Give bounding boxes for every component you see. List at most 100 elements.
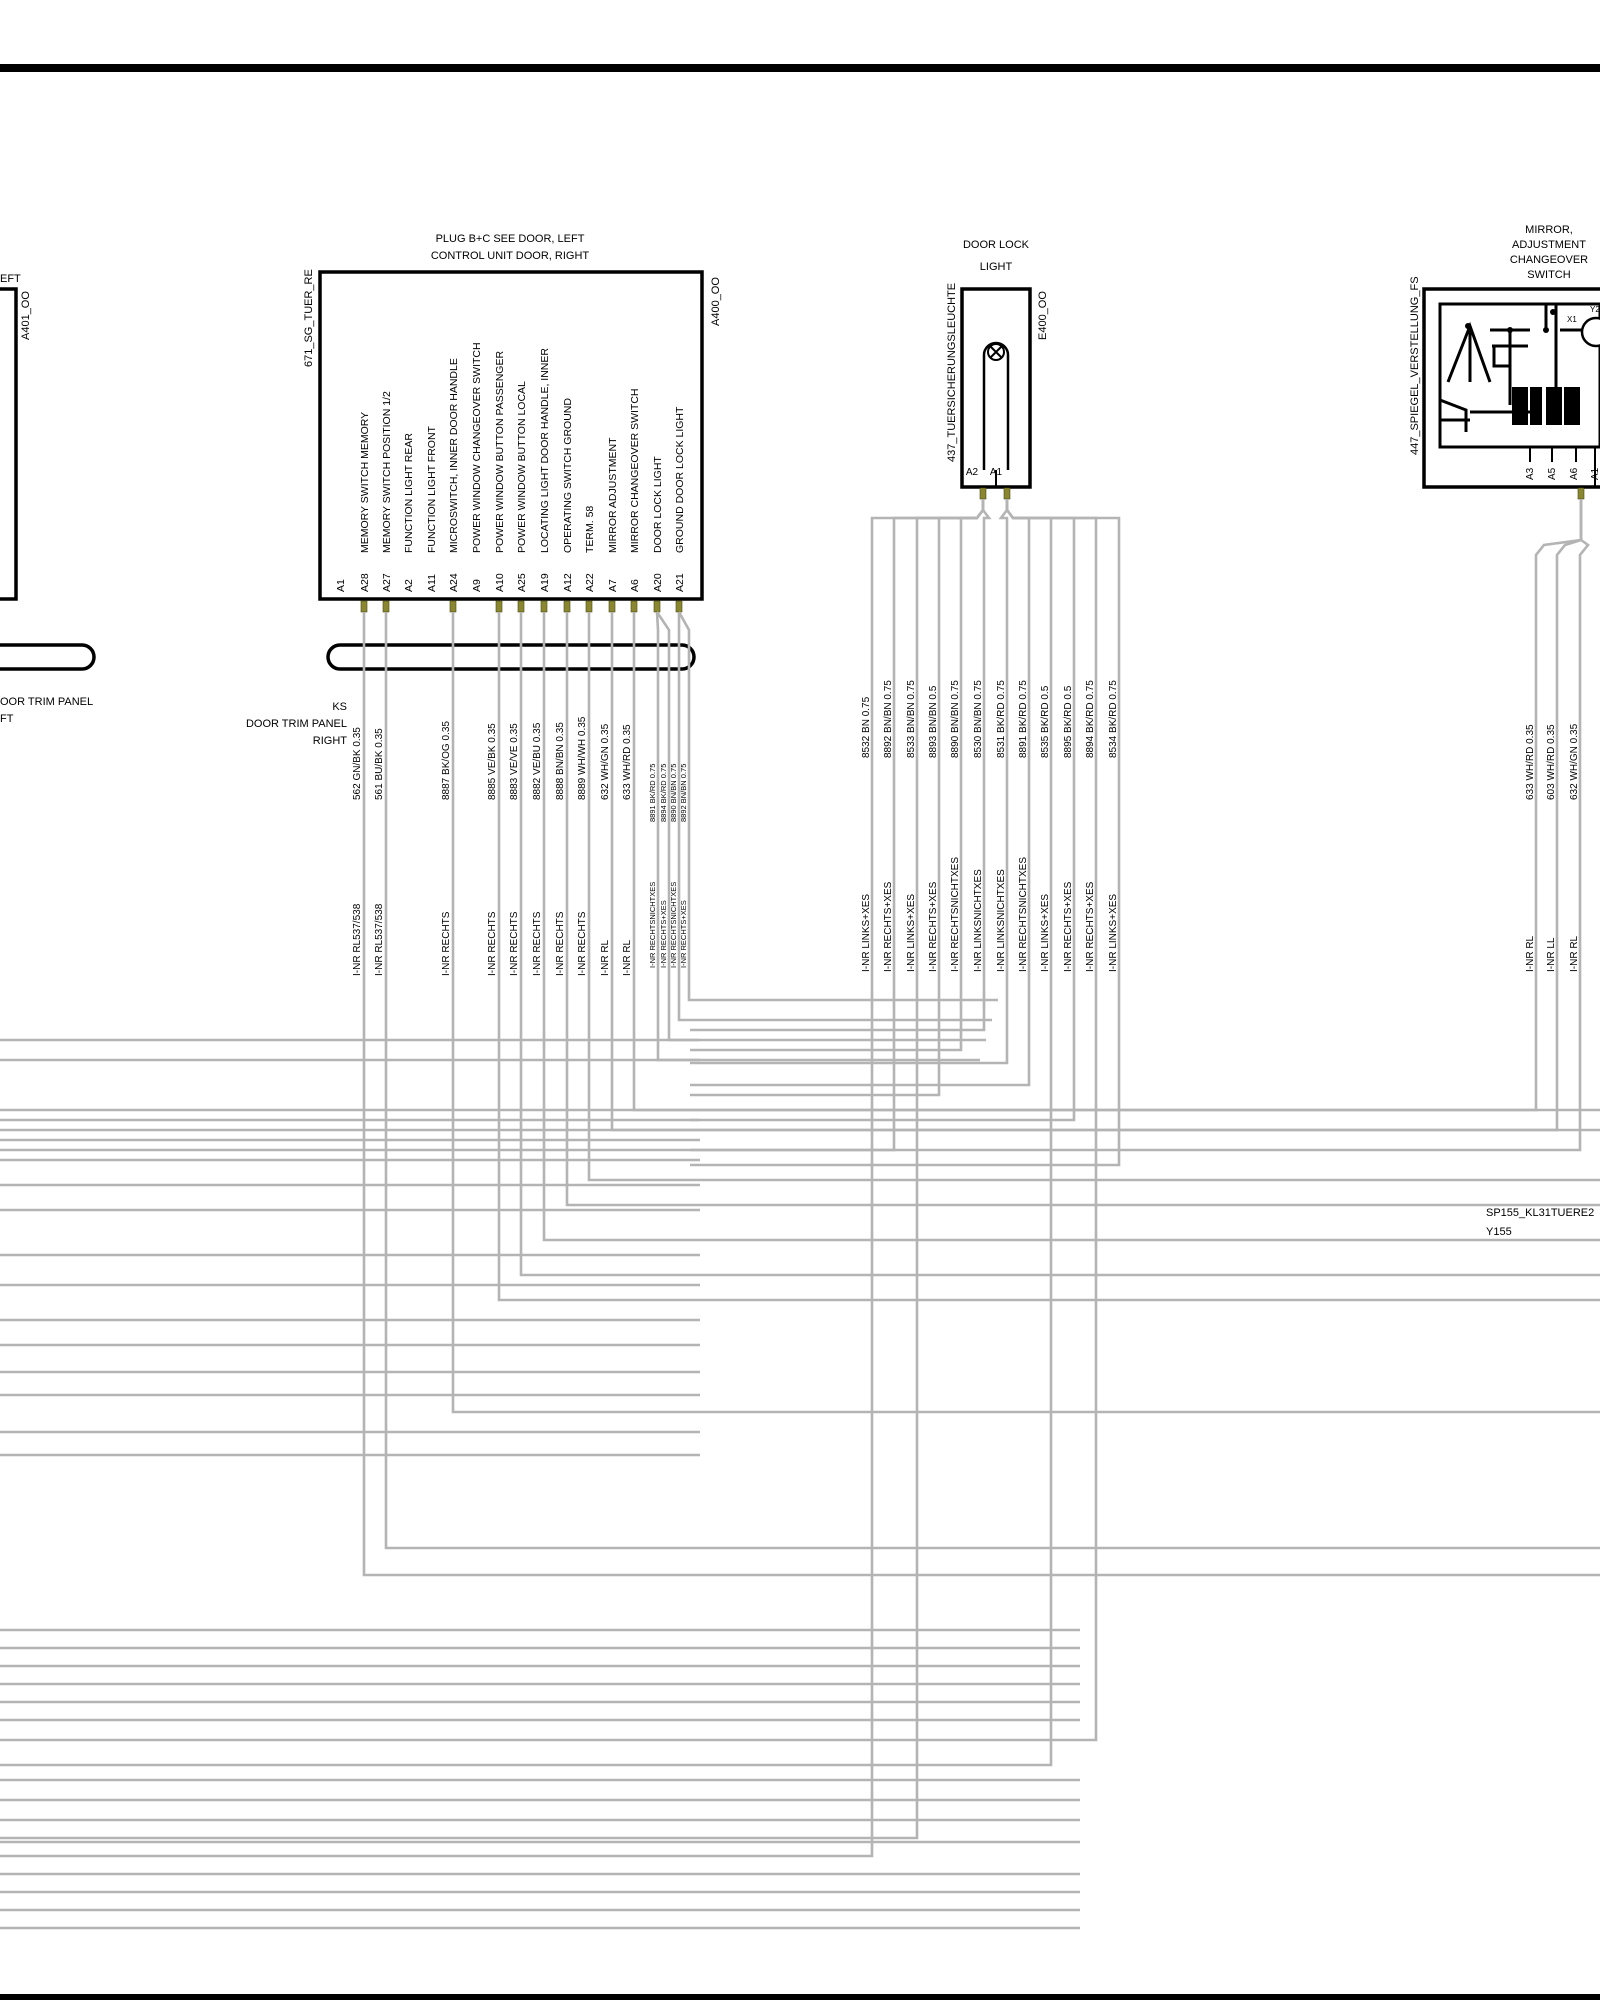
door-lock-wire-ref: I-NR LINKSNICHTXES <box>996 869 1007 972</box>
cu-wire <box>362 612 1600 1577</box>
control-unit-code: A400_OO <box>710 277 722 326</box>
mirror-title-2: ADJUSTMENT <box>1512 239 1586 251</box>
cu-pin-function: MICROSWITCH, INNER DOOR HANDLE <box>448 358 460 553</box>
cu-pin-a21: A21 <box>674 573 686 592</box>
door-lock-light: DOOR LOCK LIGHT 437_TUERSICHERUNGSLEUCHT… <box>946 239 1049 500</box>
cu-wire-ref: I-NR RECHTS <box>555 911 566 976</box>
cu-small-wire-code: 8892 BN/BN 0.75 <box>679 764 688 822</box>
door-lock-wire-code: 8531 BK/RD 0.75 <box>996 680 1007 758</box>
cu-wire <box>587 612 1600 1182</box>
trim-panel-label-2: RIGHT <box>313 735 348 747</box>
cu-wire-ref: I-NR RECHTS <box>532 911 543 976</box>
cu-pin-terminal <box>540 600 548 613</box>
left-partial-title-fragment: EFT <box>0 273 21 285</box>
cu-wire-ref: I-NR RECHTS <box>577 911 588 976</box>
cu-pin-a6: A6 <box>629 579 641 592</box>
left-trim-panel-connector <box>0 643 96 671</box>
cu-wire-code: 561 BU/BK 0.35 <box>374 728 385 800</box>
door-lock-wire-ref: I-NR RECHTS+XES <box>883 881 894 972</box>
cu-small-wire-code: 8894 BK/RD 0.75 <box>659 764 668 822</box>
cu-pin-terminal <box>360 600 368 613</box>
mirror-inner-x1: X1 <box>1567 315 1577 324</box>
cu-pin-function: POWER WINDOW BUTTON PASSENGER <box>494 351 506 553</box>
mirror-pin-a1: A1 <box>1590 467 1600 480</box>
door-lock-wire-ref: I-NR LINKS+XES <box>906 894 917 972</box>
splice-label: SP155_KL31TUERE2 <box>1486 1207 1594 1219</box>
cu-pin-function: DOOR LOCK LIGHT <box>652 456 664 553</box>
door-lock-light-side-label: 437_TUERSICHERUNGSLEUCHTE <box>946 283 958 462</box>
cu-pin-a7: A7 <box>607 579 619 592</box>
cu-pin-function: MEMORY SWITCH POSITION 1/2 <box>381 391 393 553</box>
cu-pin-a24: A24 <box>448 573 460 592</box>
cu-pin-function: MIRROR ADJUSTMENT <box>607 437 619 553</box>
cu-pin-function: POWER WINDOW CHANGEOVER SWITCH <box>471 342 483 553</box>
cu-pin-function: FUNCTION LIGHT FRONT <box>426 425 438 553</box>
mirror-wire-code: 632 WH/GN 0.35 <box>1569 723 1580 800</box>
mirror-wire <box>0 499 1583 1132</box>
cu-wire-code: 8882 VE/BU 0.35 <box>532 722 543 800</box>
door-lock-wire <box>690 499 1076 1122</box>
cu-wire-ref: I-NR RL537/538 <box>374 903 385 976</box>
control-unit-door-right: PLUG B+C SEE DOOR, LEFT CONTROL UNIT DOO… <box>246 233 722 747</box>
door-lock-wire-code: 8532 BN 0.75 <box>861 696 872 758</box>
wire-harness <box>0 499 1600 1930</box>
cu-wire-code: 632 WH/GN 0.35 <box>600 723 611 800</box>
cu-pin-terminal <box>495 600 503 613</box>
cu-wire-ref: I-NR RL <box>600 939 611 976</box>
mirror-side-label: 447_SPIEGEL_VERSTELLUNG_FS <box>1409 276 1421 455</box>
cu-pin-function: POWER WINDOW BUTTON LOCAL <box>516 381 528 553</box>
left-door-control-unit-partial: EFT A401_OO OOR TRIM PANEL FT <box>0 273 96 725</box>
door-lock-pin-a1: A1 <box>990 467 1003 478</box>
cu-wire-ref: I-NR RECHTS <box>509 911 520 976</box>
cu-pin-function: MEMORY SWITCH MEMORY <box>359 412 371 553</box>
splice-code: Y155 <box>1486 1226 1512 1238</box>
bottom-border-bar <box>0 1994 1600 2000</box>
door-lock-wire-ref: I-NR LINKSNICHTXES <box>973 869 984 972</box>
door-lock-wire-code: 8895 BK/RD 0.5 <box>1063 685 1074 758</box>
door-lock-wire <box>690 499 1121 1167</box>
cu-small-wire-ref: I-NR RECHTSNICHTXES <box>669 882 678 968</box>
cu-wire <box>384 612 1600 1550</box>
left-trim-panel-label-2: FT <box>0 713 14 725</box>
cu-pin-terminal <box>563 600 571 613</box>
cu-small-wire-ref: I-NR RECHTS+XES <box>659 900 668 968</box>
cu-wire-ref: I-NR RL537/538 <box>352 903 363 976</box>
cu-pin-terminal <box>449 600 457 613</box>
trim-panel-label-1: DOOR TRIM PANEL <box>246 718 347 730</box>
cu-pin-terminal <box>630 600 638 613</box>
cu-pin-terminal <box>653 600 661 613</box>
control-unit-title-1: PLUG B+C SEE DOOR, LEFT <box>436 233 585 245</box>
door-lock-wire-ref: I-NR LINKS+XES <box>1040 894 1051 972</box>
mirror-title-3: CHANGEOVER <box>1510 254 1588 266</box>
cu-wire <box>542 612 1600 1242</box>
cu-wire-code: 8889 WH/WH 0.35 <box>577 716 588 800</box>
cu-wire <box>519 612 1600 1277</box>
door-lock-wire <box>0 499 985 1858</box>
cu-small-wire-code: 8890 BN/BN 0.75 <box>669 764 678 822</box>
door-lock-wire <box>0 499 985 1840</box>
cu-pin-function: TERM. 58 <box>584 506 596 553</box>
door-lock-wire-ref: I-NR RECHTSNICHTXES <box>950 857 961 972</box>
door-lock-wire-code: 8890 BN/BN 0.75 <box>950 680 961 758</box>
mirror-wire-ref: I-NR RL <box>1525 935 1536 972</box>
door-lock-wire-ref: I-NR RECHTS+XES <box>928 881 939 972</box>
cu-wire-code: 8887 BK/OG 0.35 <box>441 721 452 800</box>
door-lock-wire-code: 8530 BN/BN 0.75 <box>973 680 984 758</box>
cu-wire <box>565 612 1600 1207</box>
cu-pin-function: MIRROR CHANGEOVER SWITCH <box>629 388 641 553</box>
door-lock-wire-ref: I-NR RECHTS+XES <box>1063 881 1074 972</box>
mirror-wire-code: 603 WH/RD 0.35 <box>1546 724 1557 800</box>
door-lock-wire-code: 8891 BK/RD 0.75 <box>1018 680 1029 758</box>
cu-pin-function: OPERATING SWITCH GROUND <box>562 398 574 553</box>
cu-pin-a11: A11 <box>426 574 438 592</box>
control-unit-title-2: CONTROL UNIT DOOR, RIGHT <box>431 250 590 262</box>
cu-pin-function: LOCATING LIGHT DOOR HANDLE, INNER <box>539 348 551 553</box>
door-lock-wire-code: 8892 BN/BN 0.75 <box>883 680 894 758</box>
cu-small-wire <box>677 612 992 1022</box>
door-lock-light-title-2: LIGHT <box>980 261 1013 273</box>
cu-pin-terminal <box>675 600 683 613</box>
door-lock-wire-code: 8535 BK/RD 0.5 <box>1040 685 1051 758</box>
mirror-pin-a6: A6 <box>1569 467 1580 480</box>
door-lock-wire-ref: I-NR LINKS+XES <box>1108 894 1119 972</box>
cu-pin-a22: A22 <box>584 573 596 592</box>
